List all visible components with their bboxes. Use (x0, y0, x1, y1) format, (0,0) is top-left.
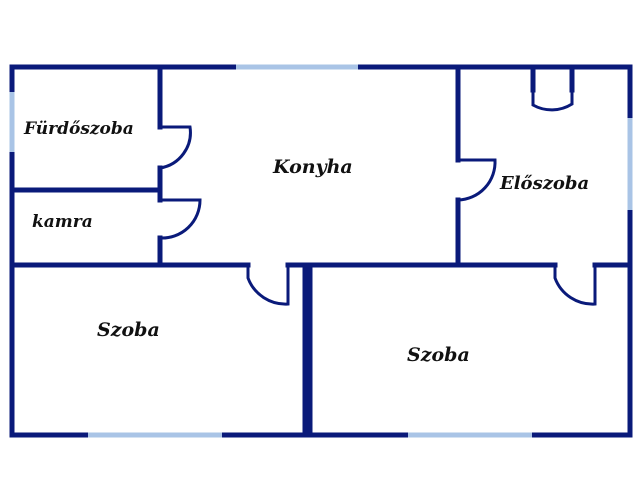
door-pantry (159, 198, 202, 240)
room-label-room-left: Szoba (97, 319, 160, 341)
door-room-left (246, 265, 290, 306)
doors (159, 90, 597, 306)
door-bathroom (159, 125, 192, 170)
windows (9, 64, 633, 438)
door-room-right (553, 265, 597, 306)
room-label-kitchen: Konyha (272, 156, 353, 178)
door-entrance (531, 90, 574, 112)
room-label-room-right: Szoba (407, 344, 470, 366)
room-label-bathroom: Fürdőszoba (23, 119, 134, 139)
room-label-pantry: kamra (32, 212, 93, 232)
room-label-hallway: Előszoba (499, 173, 589, 194)
door-kitchen-hall (457, 158, 497, 202)
